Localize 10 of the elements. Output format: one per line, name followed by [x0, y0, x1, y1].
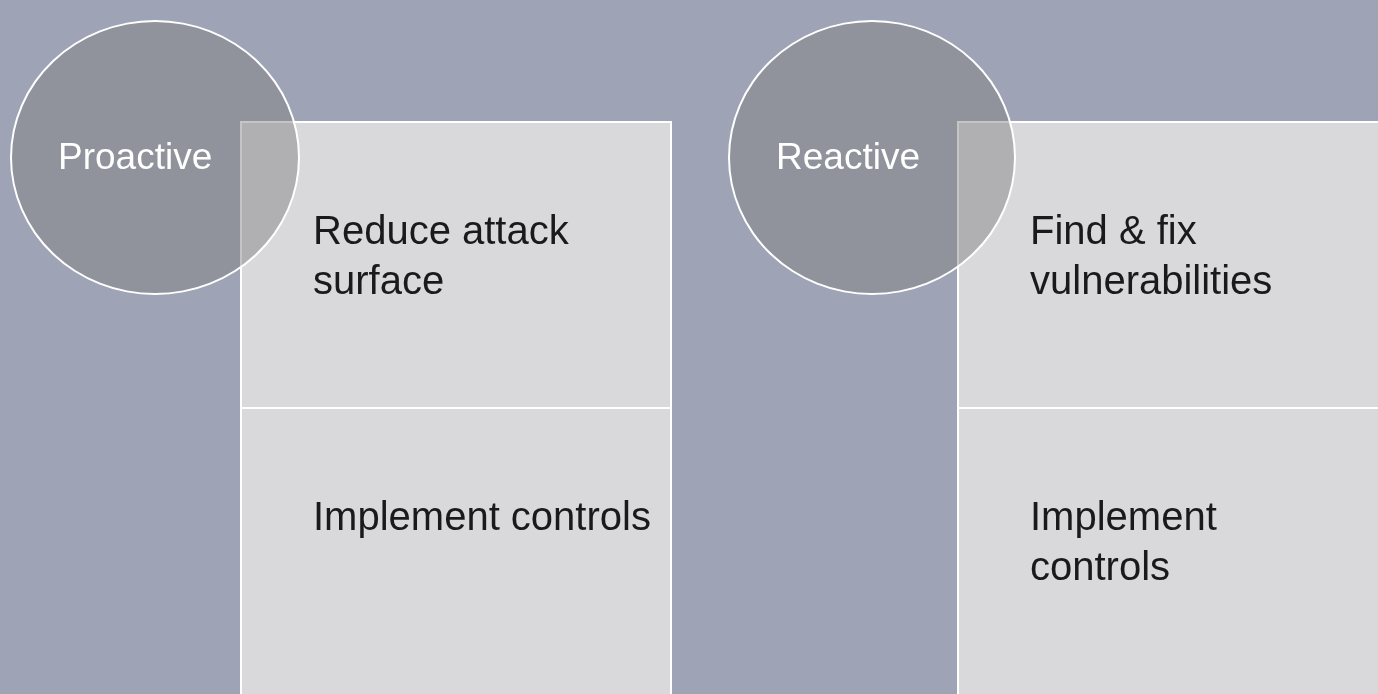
text-panel — [240, 121, 672, 409]
text-panel — [240, 407, 672, 694]
panel-text: Implement controls — [1030, 493, 1218, 590]
panel-text: Find & fix vulnerabilities — [1030, 207, 1274, 304]
panel-text: Implement controls — [313, 493, 652, 540]
text-panel — [957, 407, 1378, 694]
phase-label: Reactive — [776, 135, 920, 179]
phase-label: Proactive — [58, 135, 213, 179]
text-panel — [957, 121, 1378, 409]
panel-text: Reduce attack surface — [313, 207, 570, 304]
